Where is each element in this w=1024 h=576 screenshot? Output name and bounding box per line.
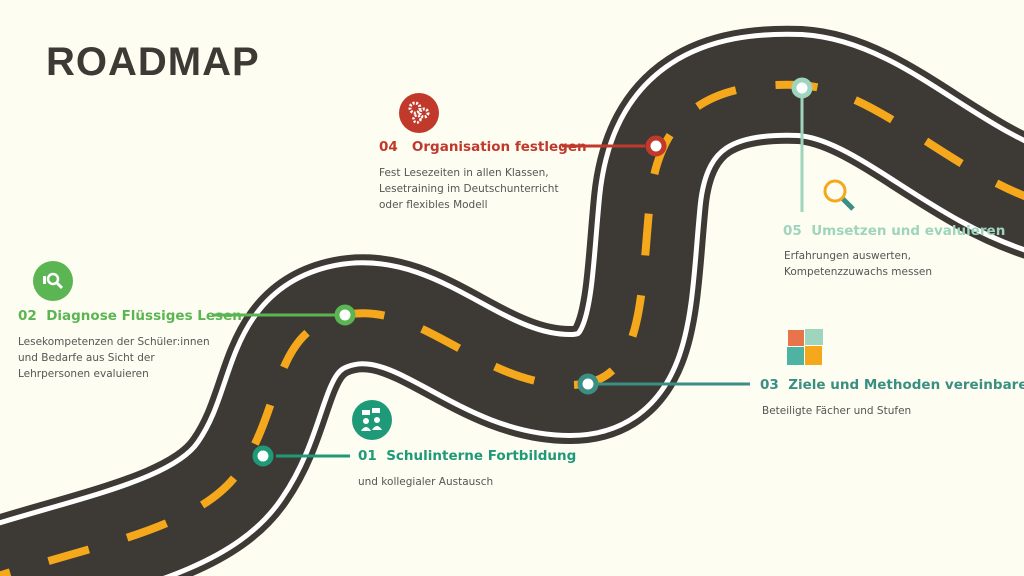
step-02-title: 02 Diagnose Flüssiges Lesen [18,308,242,324]
step-01-desc: und kollegialer Austausch [358,476,494,488]
marker-03 [577,373,599,395]
step-01-title: 01 Schulinterne Fortbildung [358,448,577,464]
step-03-title: 03 Ziele und Methoden vereinbaren [760,377,1024,393]
marker-01 [252,445,274,467]
step-03-desc: Beteiligte Fächer und Stufen [762,405,912,417]
step-05-title: 05 Umsetzen und evaluieren [783,223,1006,239]
marker-05 [791,77,813,99]
marker-04 [645,135,667,157]
page-title: ROADMAP [46,40,260,84]
gears-icon [399,93,439,133]
people-chat-icon [352,400,392,440]
magnifier-diagnose-icon [33,261,73,301]
step-05-desc: Erfahrungen auswerten,Kompetenzzuwachs m… [784,250,933,278]
step-04-desc: Fest Lesezeiten in allen Klassen,Lesetra… [379,167,559,211]
step-04-title: 04 Organisation festlegen [379,139,587,155]
search-icon [820,176,860,220]
marker-02 [334,304,356,326]
puzzle-icon [786,328,826,372]
